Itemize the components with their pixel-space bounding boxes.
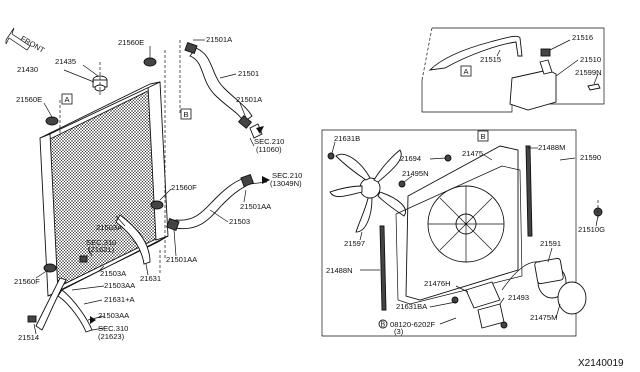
label-sec310-a: SEC.310 <box>86 238 116 247</box>
diagram-id: X2140019 <box>578 358 624 369</box>
label-21475: 21475 <box>462 149 483 158</box>
label-21501A-top: 21501A <box>206 35 233 44</box>
label-21503AA-mid: 21503AA <box>104 281 136 290</box>
label-sec210-b-sub: (13049N) <box>270 179 302 188</box>
fan-assembly-panel <box>321 129 577 337</box>
svg-text:A: A <box>65 95 71 104</box>
label-21510G: 21510G <box>578 225 605 234</box>
front-arrow-icon <box>5 27 31 51</box>
label-bolt: 08120-6202F <box>390 320 436 329</box>
label-21590: 21590 <box>580 153 601 162</box>
bolt-callout: B <box>378 319 388 329</box>
fan-blade <box>329 149 406 233</box>
fan-motor <box>534 257 587 315</box>
callout-B-left: B <box>180 108 192 120</box>
radiator <box>39 81 169 297</box>
label-21591: 21591 <box>540 239 561 248</box>
callout-A-right: A <box>460 65 472 77</box>
svg-text:B: B <box>381 322 386 329</box>
label-21510: 21510 <box>580 55 601 64</box>
bolt-icon <box>327 152 603 329</box>
label-21560F-low: 21560F <box>14 277 40 286</box>
leader-lines-right <box>331 141 599 319</box>
sec-arrow-icon <box>90 126 270 324</box>
label-21501AA-mid: 21501AA <box>240 202 272 211</box>
label-21501A-mid: 21501A <box>236 95 263 104</box>
reservoir-hose <box>428 35 523 71</box>
label-21599N: 21599N <box>575 68 602 77</box>
label-bolt-qty: (3) <box>394 327 404 336</box>
label-21476H: 21476H <box>424 279 451 288</box>
label-sec210-b: SEC.210 <box>272 171 302 180</box>
label-21503A-low: 21503A <box>100 269 127 278</box>
upper-hose <box>184 41 263 139</box>
label-21430: 21430 <box>17 65 38 74</box>
label-21694: 21694 <box>400 154 421 163</box>
label-21514: 21514 <box>18 333 39 342</box>
label-21475M: 21475M <box>530 313 557 322</box>
label-21597: 21597 <box>344 239 365 248</box>
label-21495N: 21495N <box>402 169 429 178</box>
label-21501AA-low: 21501AA <box>166 255 198 264</box>
label-sec210-a: SEC.210 <box>254 137 284 146</box>
label-21631A: 21631+A <box>104 295 136 304</box>
bracket-part <box>587 83 601 91</box>
label-sec310-b: SEC.310 <box>98 324 128 333</box>
lower-hose <box>166 173 254 231</box>
leader-lines-left <box>33 39 268 335</box>
label-21516: 21516 <box>572 33 593 42</box>
label-sec210-a-sub: (11060) <box>256 145 282 154</box>
label-21488N: 21488N <box>326 266 353 275</box>
fan-shroud <box>405 145 519 301</box>
label-21515: 21515 <box>480 55 501 64</box>
label-21560F-mid: 21560F <box>171 183 197 192</box>
label-21560E-left: 21560E <box>16 95 42 104</box>
fan-resistor <box>465 261 541 329</box>
label-sec310-b-sub: (21623) <box>98 332 125 341</box>
label-21435: 21435 <box>55 57 76 66</box>
label-21560E-top: 21560E <box>118 38 144 47</box>
svg-text:B: B <box>184 110 189 119</box>
label-21503A-mid: 21503A <box>96 223 123 232</box>
label-21503: 21503 <box>229 217 250 226</box>
svg-text:B: B <box>481 132 486 141</box>
label-sec310-a-sub: (21621) <box>88 245 115 254</box>
label-21631: 21631 <box>140 274 161 283</box>
label-21501: 21501 <box>238 69 259 78</box>
reservoir-tank <box>509 48 557 111</box>
front-label: FRONT <box>19 34 46 55</box>
label-21488M: 21488M <box>538 143 565 152</box>
seal-strips <box>379 145 533 311</box>
svg-text:A: A <box>464 67 470 76</box>
label-21631BA: 21631BA <box>396 302 428 311</box>
callout-B-right: B <box>477 130 489 142</box>
label-21503AA-low: 21503AA <box>98 311 130 320</box>
label-21493: 21493 <box>508 293 529 302</box>
callout-A-left: A <box>61 93 73 105</box>
bypass-hose <box>27 214 151 333</box>
label-21631B: 21631B <box>334 134 360 143</box>
